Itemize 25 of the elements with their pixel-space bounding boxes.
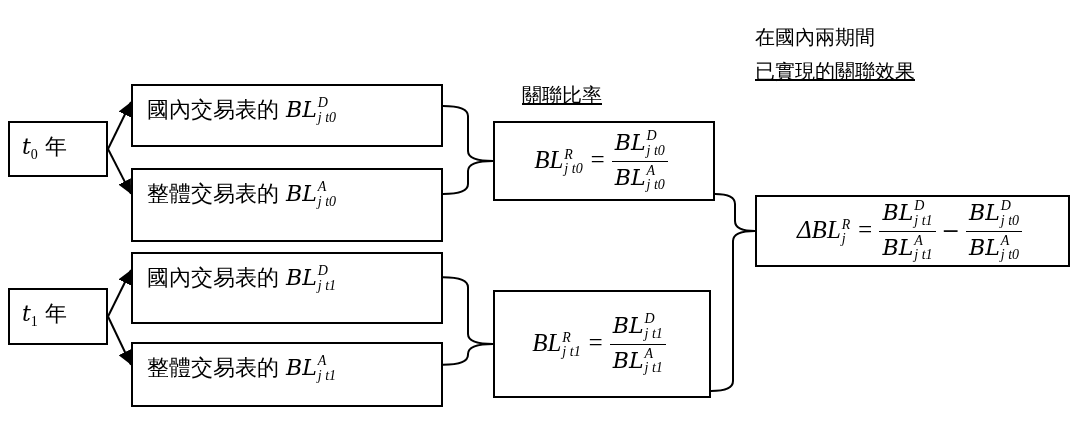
year-label: t$_{1}$ 年 — [22, 301, 67, 332]
process-box — [8, 121, 108, 177]
operator: − — [941, 217, 960, 245]
process-box — [131, 84, 443, 147]
column-heading: 關聯比率 — [522, 82, 602, 109]
formula-box — [493, 290, 711, 398]
brace-connector — [442, 343, 494, 366]
brace-connector — [442, 160, 494, 195]
arrow — [107, 148, 132, 195]
formula-text: BL$^{R}$$_{j t1}$ = — [532, 328, 604, 360]
formula-box — [755, 195, 1070, 267]
arrow — [107, 101, 132, 150]
process-box — [8, 288, 108, 345]
column-heading: 已實現的關聯效果 — [755, 58, 915, 85]
formula-text: BL$^{R}$$_{j t0}$ = — [534, 145, 606, 177]
heading-text: 在國內兩期間 — [755, 24, 875, 51]
process-box — [131, 252, 443, 324]
arrow — [107, 315, 132, 366]
formula-text: ΔBL$^{R}$$_{j}$ = — [796, 215, 874, 247]
year-label: t$_{0}$ 年 — [22, 133, 67, 165]
arrow — [107, 269, 132, 318]
process-box — [131, 168, 443, 242]
process-box — [131, 342, 443, 407]
formula-box — [493, 121, 715, 201]
brace-connector — [710, 230, 756, 392]
